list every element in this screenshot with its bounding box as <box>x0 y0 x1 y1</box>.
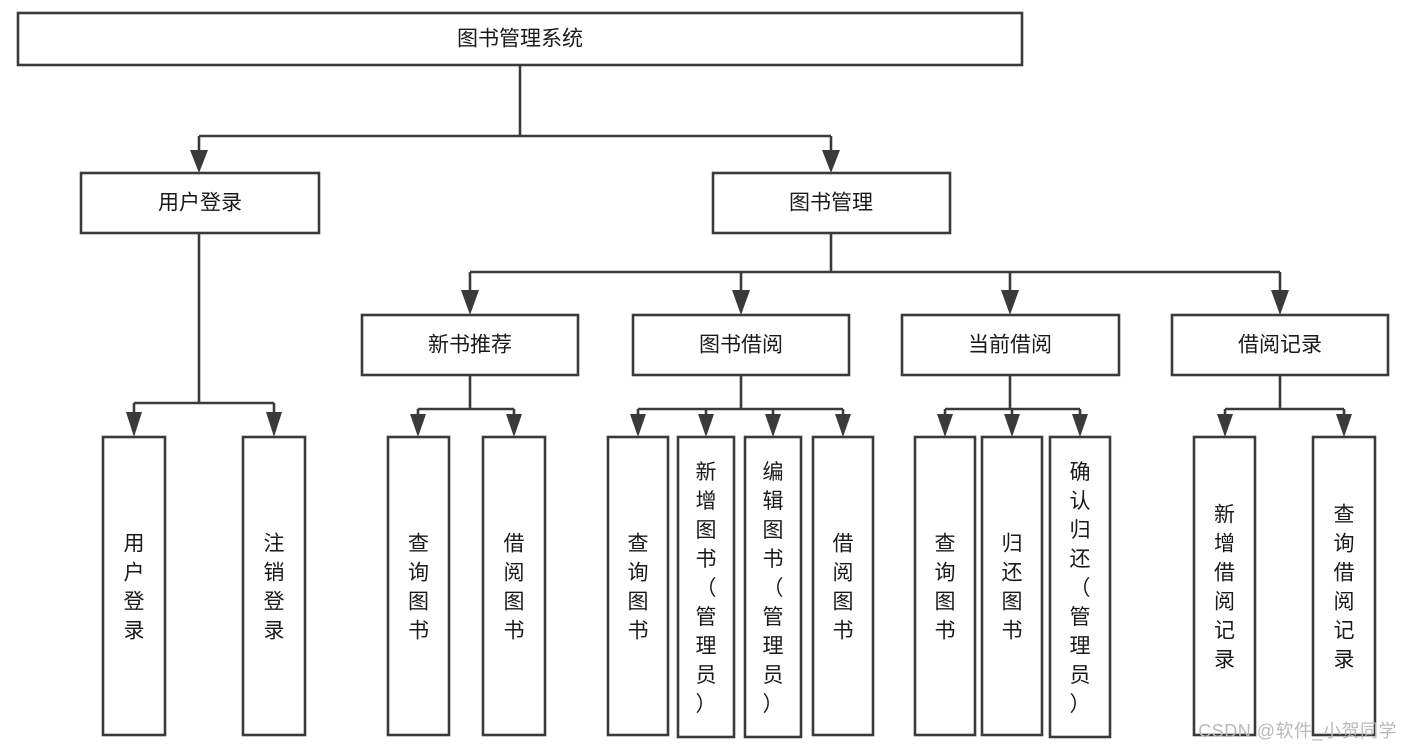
leaf-query-record-box[interactable] <box>1311 435 1377 737</box>
leaf-edit-book-label: 编辑图书（管理员） <box>763 461 784 716</box>
arrow-to-leaf-query-book-1 <box>410 414 426 437</box>
arrow-to-leaf-confirm-return <box>1072 414 1088 437</box>
leaf-return-book[interactable]: 归还图书 <box>980 435 1044 737</box>
leaf-query-record[interactable]: 查询借阅记录 <box>1311 435 1377 737</box>
arrow-to-new-book-rec <box>461 290 479 315</box>
arrow-to-leaf-add-record <box>1217 414 1233 437</box>
leaf-query-book-3-box[interactable] <box>913 435 977 737</box>
leaf-borrow-book-1[interactable]: 借阅图书 <box>481 435 547 737</box>
connector-layer <box>126 65 1352 437</box>
arrow-to-book-manage <box>822 150 840 173</box>
leaf-return-book-box[interactable] <box>980 435 1044 737</box>
leaf-query-record-label: 查询借阅记录 <box>1334 504 1355 672</box>
leaf-query-book-3[interactable]: 查询图书 <box>913 435 977 737</box>
leaf-add-book[interactable]: 新增图书（管理员） <box>676 435 736 739</box>
node-book-manage[interactable]: 图书管理 <box>711 171 952 235</box>
leaf-add-record-label: 新增借阅记录 <box>1214 504 1235 672</box>
node-book-borrow-label: 图书借阅 <box>699 334 783 357</box>
leaf-user-login[interactable]: 用户登录 <box>101 435 167 737</box>
node-root[interactable]: 图书管理系统 <box>16 11 1024 67</box>
leaf-query-book-1-label: 查询图书 <box>408 533 429 643</box>
leaf-query-book-1-box[interactable] <box>386 435 451 737</box>
leaf-confirm-return-label: 确认归还（管理员） <box>1070 461 1091 716</box>
leaf-query-book-2-box[interactable] <box>606 435 670 737</box>
arrow-to-leaf-add-book <box>698 414 714 437</box>
leaf-node-layer: 用户登录 注销登录 查询图书 借阅图书 查询图书 新增图书（管理员） 编辑图书（管理员） 借阅… <box>101 435 1377 739</box>
node-book-manage-label: 图书管理 <box>789 192 873 215</box>
leaf-edit-book-box[interactable] <box>743 435 803 739</box>
leaf-query-book-3-label: 查询图书 <box>935 533 956 643</box>
leaf-user-login-label: 用户登录 <box>124 533 145 643</box>
node-book-borrow-box[interactable] <box>631 313 851 377</box>
node-book-borrow[interactable]: 图书借阅 <box>631 313 851 377</box>
node-new-book-recommend[interactable]: 新书推荐 <box>360 313 580 377</box>
arrow-to-borrow-record <box>1271 290 1289 315</box>
leaf-return-book-label: 归还图书 <box>1002 533 1023 643</box>
node-borrow-record-box[interactable] <box>1170 313 1390 377</box>
leaf-logout-label: 注销登录 <box>264 533 285 643</box>
arrow-to-leaf-borrow-book-2 <box>835 414 851 437</box>
arrow-to-leaf-user-login <box>126 412 142 437</box>
leaf-add-book-box[interactable] <box>676 435 736 739</box>
node-borrow-record-label: 借阅记录 <box>1238 334 1322 357</box>
csdn-watermark: CSDN @软件_小贺同学 <box>1198 721 1397 741</box>
arrow-to-current-borrow <box>1001 290 1019 315</box>
leaf-borrow-book-2-box[interactable] <box>811 435 875 737</box>
node-current-borrow-box[interactable] <box>900 313 1121 377</box>
leaf-confirm-return-box[interactable] <box>1048 435 1112 739</box>
node-user-login-box[interactable] <box>79 171 321 235</box>
leaf-add-record[interactable]: 新增借阅记录 <box>1192 435 1257 737</box>
node-root-box[interactable] <box>16 11 1024 67</box>
arrow-to-leaf-query-book-3 <box>937 414 953 437</box>
node-book-manage-box[interactable] <box>711 171 952 235</box>
arrow-to-leaf-query-record <box>1336 414 1352 437</box>
leaf-add-book-label: 新增图书（管理员） <box>696 461 717 716</box>
leaf-user-login-box[interactable] <box>101 435 167 737</box>
arrow-to-leaf-return-book <box>1004 414 1020 437</box>
arrow-to-leaf-logout <box>266 412 282 437</box>
leaf-logout-box[interactable] <box>241 435 307 737</box>
arrow-to-leaf-query-book-2 <box>630 414 646 437</box>
leaf-edit-book[interactable]: 编辑图书（管理员） <box>743 435 803 739</box>
leaf-borrow-book-2[interactable]: 借阅图书 <box>811 435 875 737</box>
arrow-to-user-login <box>190 150 208 173</box>
arrow-to-leaf-borrow-book-1 <box>506 414 522 437</box>
leaf-add-record-box[interactable] <box>1192 435 1257 737</box>
node-user-login[interactable]: 用户登录 <box>79 171 321 235</box>
node-root-label: 图书管理系统 <box>457 28 583 51</box>
leaf-confirm-return[interactable]: 确认归还（管理员） <box>1048 435 1112 739</box>
node-borrow-record[interactable]: 借阅记录 <box>1170 313 1390 377</box>
node-new-book-recommend-box[interactable] <box>360 313 580 377</box>
node-current-borrow[interactable]: 当前借阅 <box>900 313 1121 377</box>
leaf-query-book-2[interactable]: 查询图书 <box>606 435 670 737</box>
leaf-query-book-1[interactable]: 查询图书 <box>386 435 451 737</box>
leaf-query-book-2-label: 查询图书 <box>628 533 649 643</box>
arrow-to-book-borrow <box>732 290 750 315</box>
leaf-borrow-book-1-label: 借阅图书 <box>504 533 525 643</box>
leaf-borrow-book-1-box[interactable] <box>481 435 547 737</box>
leaf-logout[interactable]: 注销登录 <box>241 435 307 737</box>
node-current-borrow-label: 当前借阅 <box>968 334 1052 357</box>
node-new-book-recommend-label: 新书推荐 <box>428 334 512 357</box>
arrow-to-leaf-edit-book <box>765 414 781 437</box>
leaf-borrow-book-2-label: 借阅图书 <box>833 533 854 643</box>
node-user-login-label: 用户登录 <box>158 192 242 215</box>
